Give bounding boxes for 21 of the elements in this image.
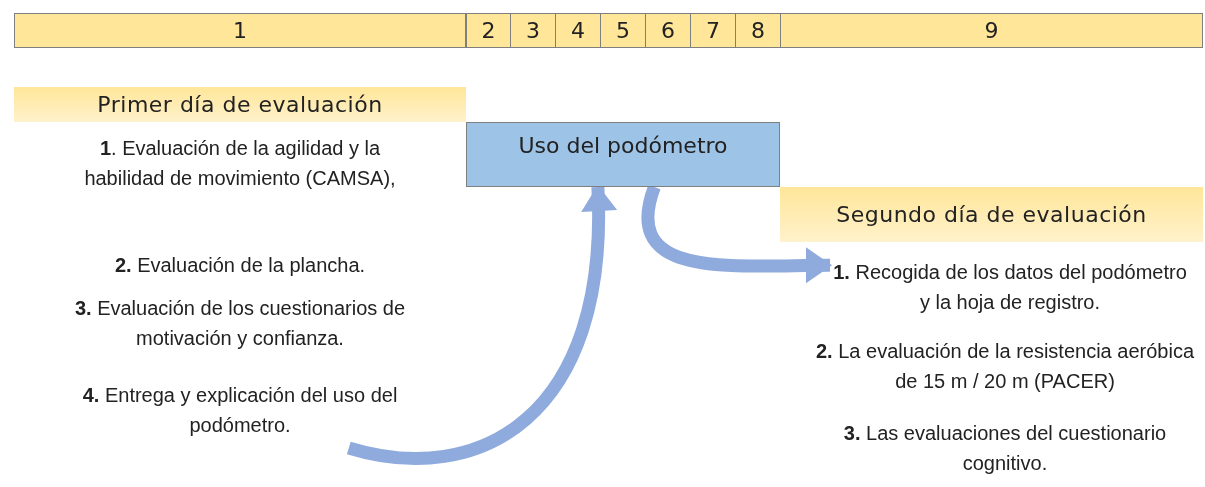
timeline-cell: 7 xyxy=(690,13,736,48)
timeline-cell: 4 xyxy=(555,13,601,48)
list-item: 2. Evaluación de la plancha. xyxy=(113,253,367,278)
header-box: Segundo día de evaluación xyxy=(780,187,1203,242)
timeline-cell: 6 xyxy=(645,13,691,48)
list-item: 3. Evaluación de los cuestionarios de motivación y confianza. xyxy=(73,296,407,351)
list-item: 2. La evaluación de la resistencia aeróbica de 15 m / 20 m (PACER) xyxy=(815,339,1195,394)
timeline-cell: 8 xyxy=(735,13,781,48)
timeline-cell: 3 xyxy=(510,13,556,48)
timeline-cell: 9 xyxy=(780,13,1203,48)
timeline-cell: 1 xyxy=(14,13,466,48)
header-box: Primer día de evaluación xyxy=(14,87,466,122)
list-item: 1. Recogida de los datos del podómetro y la hoja de registro. xyxy=(830,252,1190,322)
process-box: Uso del podómetro xyxy=(466,122,780,187)
list-item: 4. Entrega y explicación del uso del podómetro. xyxy=(80,372,400,448)
curved-arrow xyxy=(347,185,616,465)
list-item: 3. Las evaluaciones del cuestionario cognitivo. xyxy=(842,421,1168,476)
timeline-cell: 5 xyxy=(600,13,646,48)
timeline-cell: 2 xyxy=(466,13,511,48)
list-item: 1. Evaluación de la agilidad y la habilidad de movimiento (CAMSA), xyxy=(83,136,397,191)
curved-arrow xyxy=(641,185,832,284)
